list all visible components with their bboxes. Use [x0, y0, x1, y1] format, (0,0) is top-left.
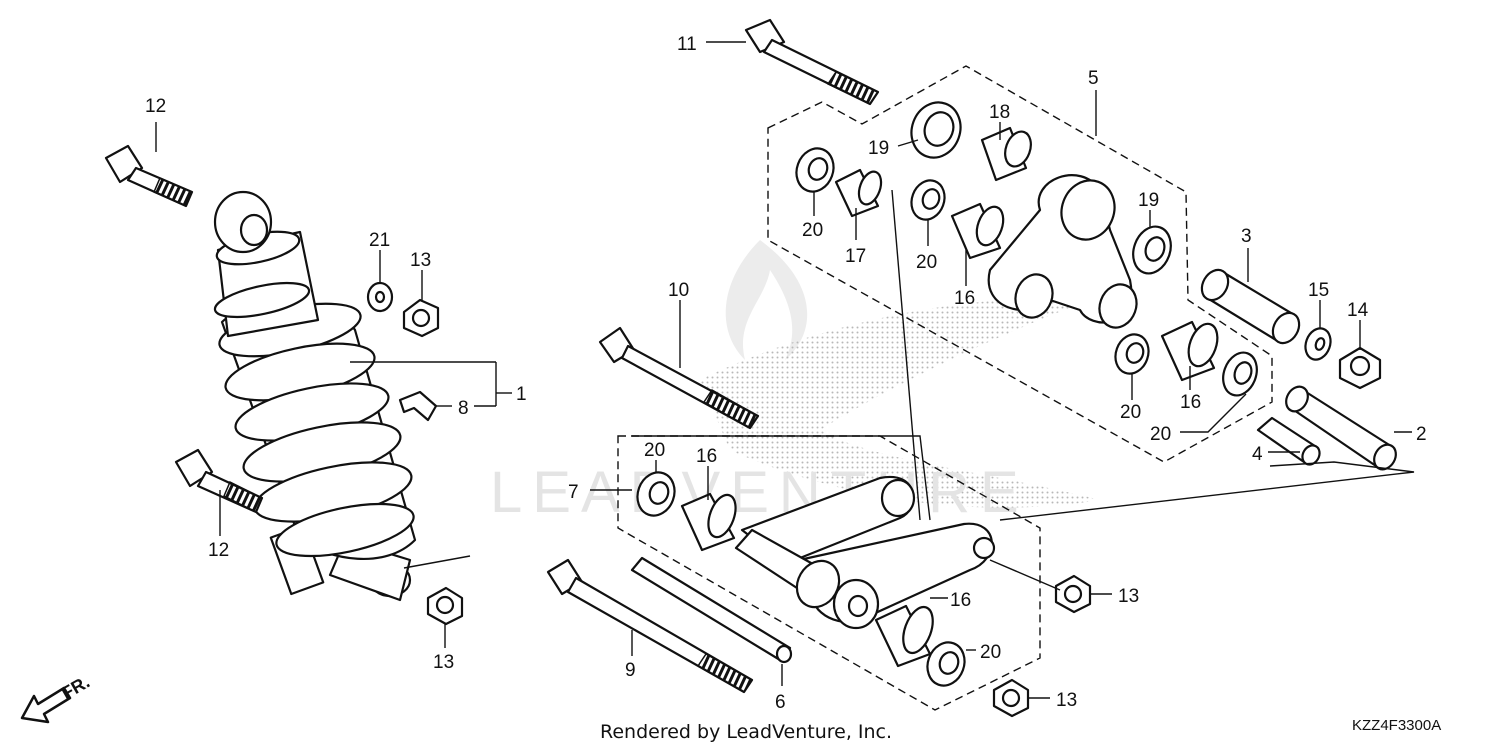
oil-seal-20-c: [1114, 333, 1150, 375]
oil-seal-19-right: [1132, 225, 1172, 275]
callout-9: 9: [625, 660, 636, 681]
callout-19-top: 19: [868, 138, 889, 159]
callout-2: 2: [1416, 424, 1427, 445]
needle-bearing-16-c: [680, 492, 737, 552]
front-arrow-icon: [20, 686, 72, 724]
bolt-10: [598, 326, 760, 430]
nut-13-link-bottom: [992, 678, 1030, 718]
callout-20-f: 20: [980, 642, 1001, 663]
bolt-11: [744, 18, 880, 106]
needle-bearing-16-d: [874, 604, 934, 668]
callout-21: 21: [369, 230, 390, 251]
front-direction-indicator: FR.: [20, 672, 93, 724]
callout-17: 17: [845, 246, 866, 267]
oil-seal-20-a: [795, 147, 835, 193]
callout-18: 18: [989, 102, 1010, 123]
callout-20-d: 20: [1150, 424, 1171, 445]
pivot-arm-5: [987, 174, 1138, 329]
callout-numbers: 1 2 3 4 5 6 7 8 9 10 11 12 12 13 13 13 1…: [145, 34, 1427, 713]
oil-seal-20-e: [636, 471, 676, 517]
callout-13-link-bottom: 13: [1056, 690, 1077, 711]
callout-20-a: 20: [802, 220, 823, 241]
callout-8: 8: [458, 398, 469, 419]
collar-4: [1256, 416, 1321, 466]
pivot-arm-assembly-outline: [767, 65, 1273, 463]
callout-13-shock-top: 13: [410, 250, 431, 271]
callout-1: 1: [516, 384, 527, 405]
watermark-stipple-band: [700, 298, 1100, 508]
nut-14: [1338, 346, 1382, 390]
oil-seal-20-f: [926, 641, 966, 687]
needle-bearing-17: [834, 168, 883, 218]
needle-bearing-16-b: [1160, 320, 1219, 382]
callout-12-top: 12: [145, 96, 166, 117]
callout-16-a: 16: [954, 288, 975, 309]
bolt-12-bottom: [174, 448, 264, 514]
watermark-text: LEADVENTURE: [490, 460, 1029, 525]
callout-12-bottom: 12: [208, 540, 229, 561]
callout-11: 11: [677, 34, 697, 55]
callout-13-link-right: 13: [1118, 586, 1139, 607]
watermark-flame-icon: [725, 240, 808, 360]
callout-6: 6: [775, 692, 786, 713]
collar-6: [630, 556, 793, 664]
cushion-connecting-rod-7: [734, 475, 996, 630]
render-credit: Rendered by LeadVenture, Inc.: [600, 721, 892, 743]
callout-16-c: 16: [696, 446, 717, 467]
callout-7: 7: [568, 482, 579, 503]
callout-13-shock-bottom: 13: [433, 652, 454, 673]
rear-shock-absorber: [213, 190, 496, 602]
watermark: LEADVENTURE: [490, 240, 1100, 525]
needle-bearing-16-a: [950, 202, 1005, 260]
diagram-code: KZZ4F3300A: [1352, 717, 1441, 734]
callout-14: 14: [1347, 300, 1369, 321]
label-8-sticker: [398, 390, 438, 422]
callout-20-b: 20: [916, 252, 937, 273]
bolt-12-top: [104, 144, 194, 208]
callout-20-c: 20: [1120, 402, 1141, 423]
nut-13-link-right: [1054, 574, 1092, 614]
collar-3: [1200, 268, 1301, 345]
callout-19-right: 19: [1138, 190, 1159, 211]
oil-seal-20-d: [1222, 351, 1258, 397]
callout-5: 5: [1088, 68, 1099, 89]
callout-16-b: 16: [1180, 392, 1201, 413]
oil-seal-20-b: [910, 179, 946, 221]
callout-16-d: 16: [950, 590, 971, 611]
needle-bearing-18: [980, 126, 1032, 182]
callout-4: 4: [1252, 444, 1263, 465]
oil-seal-19-top: [910, 101, 962, 159]
callout-20-e: 20: [644, 440, 665, 461]
nut-13-shock-bottom: [426, 586, 464, 626]
leader-lines: [155, 41, 1415, 699]
callout-10: 10: [668, 280, 689, 301]
nut-13-shock-top: [402, 298, 440, 338]
bolt-9: [546, 558, 754, 694]
callout-15: 15: [1308, 280, 1329, 301]
callout-3: 3: [1241, 226, 1252, 247]
washer-15: [1304, 327, 1332, 361]
washer-21-hole: [374, 290, 386, 304]
